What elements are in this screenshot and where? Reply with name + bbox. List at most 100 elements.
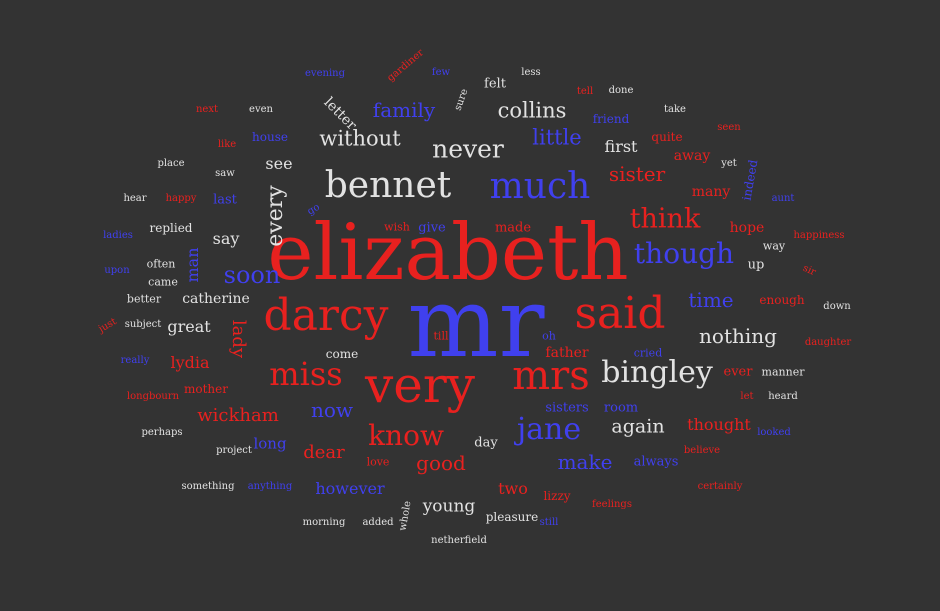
word-certainly: certainly (697, 481, 743, 492)
word-replied: replied (149, 221, 193, 235)
word-sister: sister (608, 162, 666, 186)
word-darcy: darcy (263, 290, 389, 341)
word-wish: wish (384, 220, 410, 234)
word-make: make (557, 450, 613, 474)
word-looked: looked (757, 427, 791, 438)
word-way: way (762, 239, 786, 253)
word-many: many (691, 184, 731, 200)
word-love: love (366, 455, 390, 469)
word-anything: anything (247, 481, 293, 492)
word-tell: tell (576, 86, 594, 97)
word-every: every (263, 185, 288, 247)
word-friend: friend (592, 112, 630, 126)
word-away: away (673, 148, 711, 164)
word-till: till (433, 329, 449, 343)
word-soon: soon (223, 261, 281, 289)
word-lizzy: lizzy (543, 489, 571, 503)
word-bingley: bingley (601, 355, 713, 390)
word-upon: upon (104, 265, 130, 276)
word-sir: sir (800, 262, 818, 279)
word-like: like (217, 139, 237, 150)
word-seen: seen (717, 122, 741, 133)
word-now: now (310, 398, 354, 422)
word-day: day (474, 435, 498, 451)
word-lady: lady (228, 319, 249, 359)
word-next: next (195, 104, 219, 115)
word-netherfield: netherfield (431, 535, 487, 546)
word-ever: ever (723, 364, 753, 380)
word-jane: jane (516, 412, 582, 447)
word-hear: hear (123, 193, 147, 204)
word-know: know (368, 419, 444, 452)
word-come: come (325, 347, 359, 361)
word-give: give (418, 220, 446, 236)
word-morning: morning (302, 517, 346, 528)
word-longbourn: longbourn (126, 391, 180, 402)
word-happy: happy (165, 193, 197, 204)
word-man: man (183, 247, 202, 283)
word-bennet: bennet (324, 165, 452, 206)
word-aunt: aunt (771, 193, 795, 204)
word-house: house (252, 130, 288, 144)
word-last: last (213, 192, 237, 208)
word-very: very (365, 356, 475, 414)
word-good: good (416, 451, 466, 475)
word-something: something (181, 481, 235, 492)
word-pleasure: pleasure (485, 510, 539, 524)
word-enough: enough (759, 293, 805, 307)
word-feelings: feelings (592, 499, 632, 510)
word-say: say (212, 229, 240, 248)
word-down: down (823, 301, 851, 312)
word-still: still (539, 517, 559, 528)
word-felt: felt (484, 76, 506, 92)
word-collins: collins (497, 98, 567, 123)
word-great: great (167, 317, 211, 336)
word-elizabeth: elizabeth (267, 208, 629, 298)
word-gardiner: gardiner (385, 47, 427, 84)
word-made: made (494, 220, 532, 236)
word-let: let (740, 391, 754, 402)
word-done: done (608, 85, 634, 96)
word-few: few (431, 67, 451, 78)
word-daughter: daughter (804, 337, 852, 348)
word-long: long (253, 434, 287, 453)
word-added: added (362, 517, 394, 528)
word-just: just (96, 316, 119, 336)
word-room: room (603, 400, 639, 416)
word-two: two (498, 479, 528, 498)
word-perhaps: perhaps (141, 427, 183, 438)
word-happiness: happiness (793, 230, 845, 241)
word-young: young (422, 496, 476, 517)
word-think: think (629, 203, 701, 235)
word-project: project (216, 445, 252, 456)
word-ladies: ladies (103, 230, 133, 241)
word-hope: hope (729, 220, 765, 236)
word-sisters: sisters (545, 400, 589, 416)
word-cried: cried (633, 346, 663, 360)
word-little: little (532, 125, 582, 150)
word-came: came (148, 275, 178, 289)
word-sure: sure (452, 87, 471, 113)
word-thought: thought (687, 415, 751, 434)
word-nothing: nothing (699, 324, 777, 348)
word-indeed: indeed (739, 158, 761, 202)
word-much: much (489, 166, 591, 207)
word-without: without (319, 126, 401, 151)
word-wickham: wickham (197, 405, 279, 426)
word-place: place (157, 158, 185, 169)
word-again: again (611, 415, 665, 438)
word-first: first (604, 137, 638, 156)
word-better: better (126, 292, 162, 306)
word-however: however (315, 479, 385, 498)
word-mr: mr (407, 267, 545, 379)
word-miss: miss (269, 355, 343, 393)
word-saw: saw (215, 168, 235, 179)
word-believe: believe (683, 445, 721, 456)
word-mrs: mrs (512, 353, 590, 399)
word-family: family (372, 98, 436, 122)
word-always: always (633, 454, 679, 470)
word-yet: yet (721, 158, 737, 169)
word-subject: subject (124, 319, 162, 330)
word-manner: manner (761, 365, 805, 379)
